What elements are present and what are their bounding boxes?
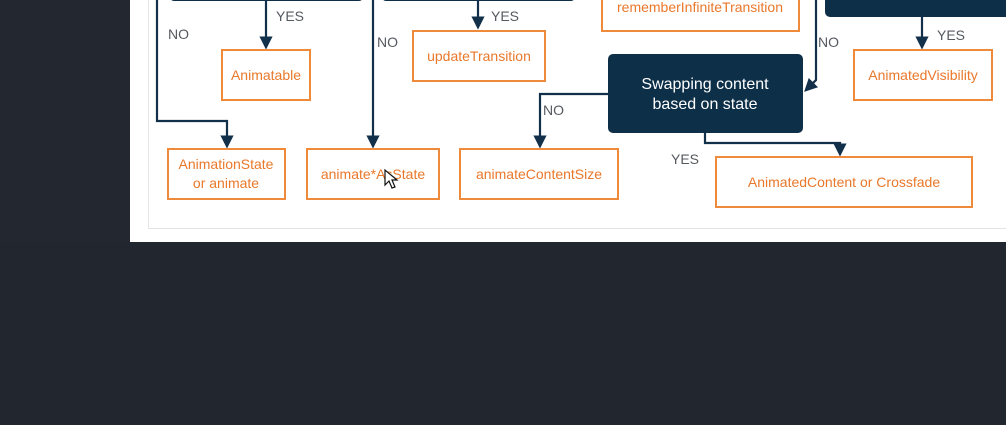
decision-swapping-content (608, 54, 803, 133)
empty-workspace (0, 242, 1006, 425)
label-no-1: NO (168, 26, 189, 42)
node-animatable-label: Animatable (231, 67, 301, 83)
arrow-cursor-icon (384, 168, 399, 189)
diagram-frame (148, 0, 1006, 229)
node-update-transition (412, 30, 546, 82)
label-no-4: NO (543, 102, 564, 118)
node-animate-content-size (459, 148, 619, 200)
node-animated-visibility-label: AnimatedVisibility (868, 67, 977, 83)
node-animation-state (167, 148, 286, 200)
node-remember-infinite-transition (601, 0, 800, 32)
node-animate-as-state-label: animate*AsState (321, 166, 425, 182)
label-yes-2: YES (491, 8, 519, 24)
edge-no-animate-content-size (533, 92, 608, 149)
label-no-2: NO (377, 34, 398, 50)
decision-swapping-content-line1: Swapping content (641, 76, 769, 93)
edge-no-swapping-content (804, 0, 819, 92)
edge-yes-animated-content (703, 133, 847, 157)
decision-swapping-content-line2: based on state (653, 96, 758, 113)
edge-no-animation-state (155, 0, 234, 149)
node-update-transition-label: updateTransition (427, 48, 531, 64)
node-remember-infinite-transition-label: rememberInfiniteTransition (617, 0, 783, 15)
label-no-3: NO (818, 34, 839, 50)
label-yes-4: YES (671, 151, 699, 167)
decision-box-top-right (825, 0, 1006, 17)
node-animated-visibility (853, 49, 993, 101)
label-yes-3: YES (937, 27, 965, 43)
node-animation-state-line2: or animate (193, 175, 259, 191)
node-animate-as-state (306, 148, 440, 200)
node-animation-state-line1: AnimationState (179, 156, 274, 172)
animation-api-flowchart: YES NO YES NO YES NO NO YES rememberInfi… (155, 0, 1006, 208)
left-dark-strip (0, 0, 130, 242)
node-animated-content-label: AnimatedContent or Crossfade (748, 174, 940, 190)
node-animatable (221, 49, 311, 101)
node-animate-content-size-label: animateContentSize (476, 166, 602, 182)
node-animated-content (715, 156, 973, 208)
label-yes-1: YES (276, 8, 304, 24)
